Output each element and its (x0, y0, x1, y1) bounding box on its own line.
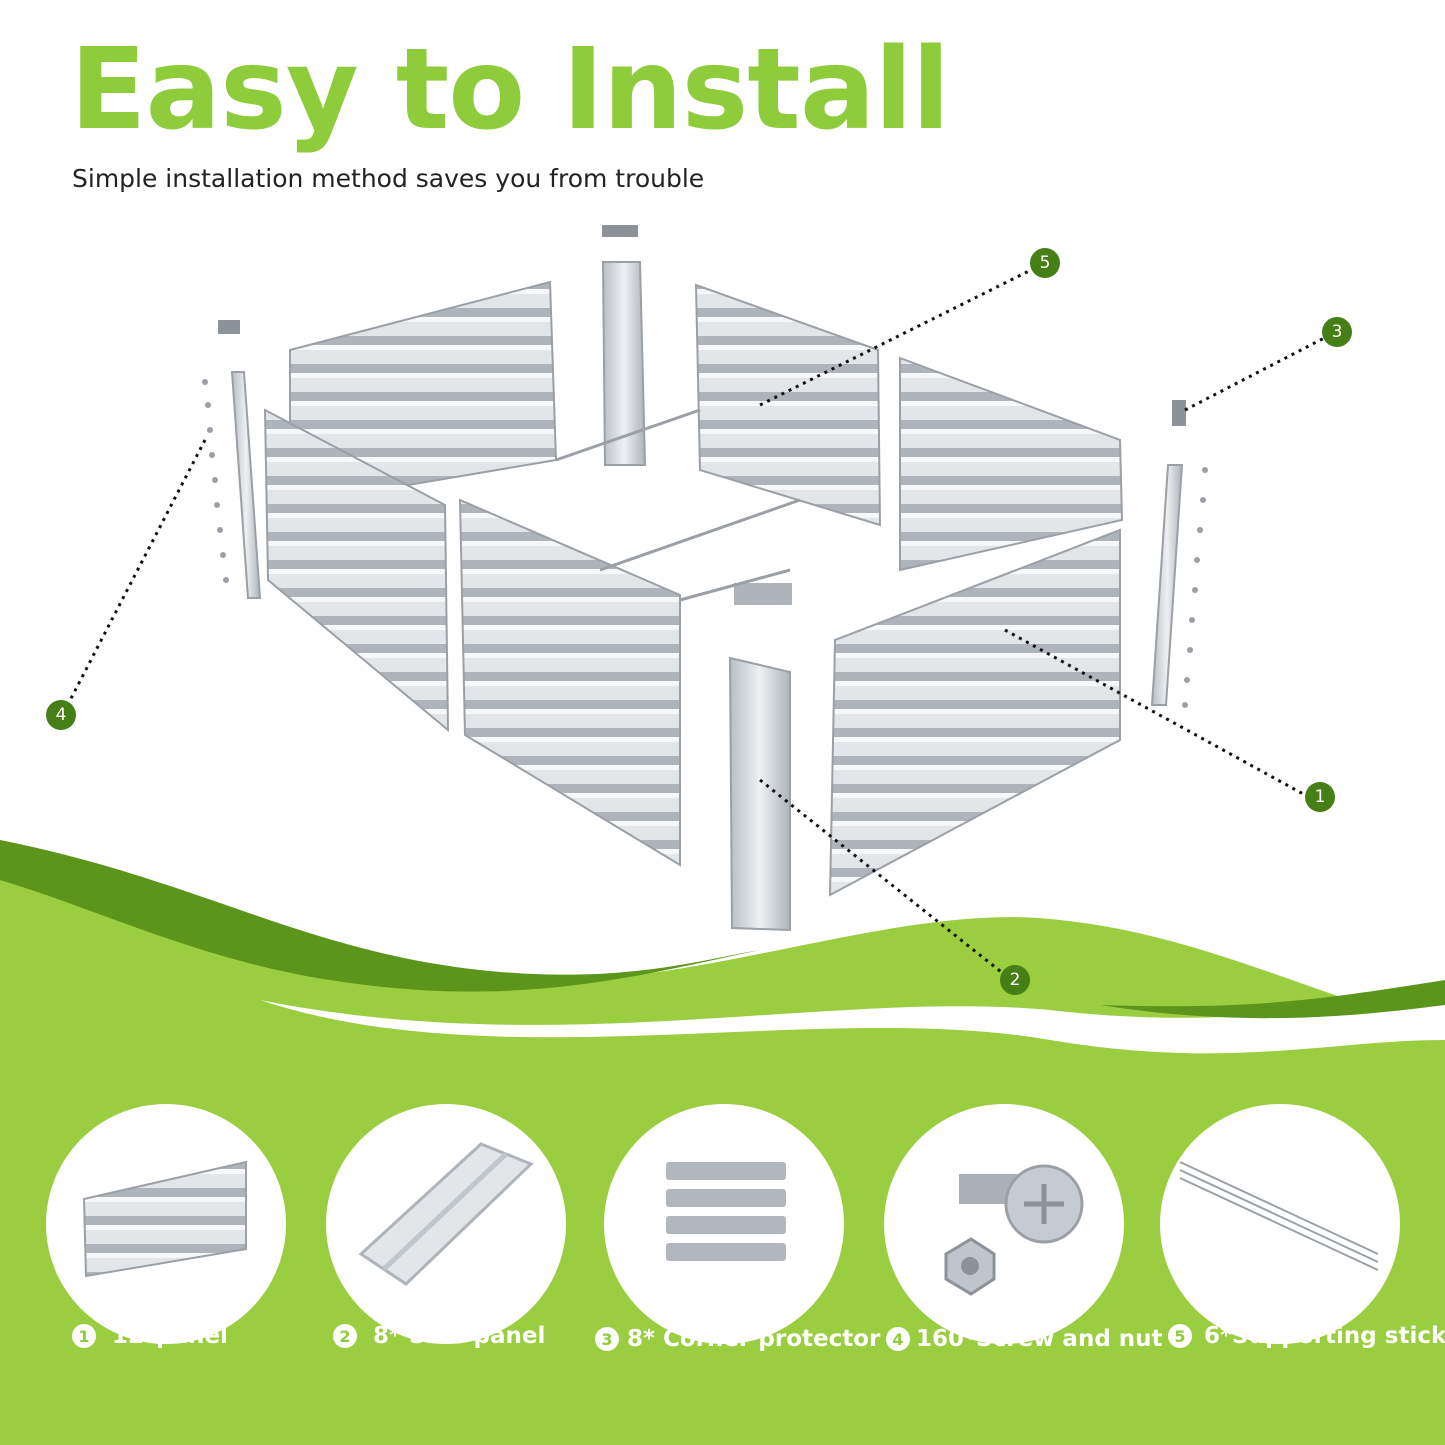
screw-nut-thumbnail (944, 1164, 1084, 1296)
side-panel-thumbnail (358, 1142, 534, 1286)
corner-protector-front (734, 583, 792, 605)
corner-protector-back (602, 225, 638, 237)
number-badge: 3 (595, 1327, 619, 1351)
page-title: Easy to Install (70, 25, 950, 155)
screws-right (1182, 467, 1208, 708)
page-subtitle: Simple installation method saves you fro… (72, 164, 705, 193)
part-label-screw-and-nut: 4 160*Screw and nut (886, 1326, 1163, 1352)
supporting-stick-middle (679, 568, 791, 602)
part-circle-supporting-stick (1160, 1104, 1400, 1344)
number-badge: 2 (333, 1324, 357, 1348)
dark-green-wave (0, 840, 760, 992)
part-circle-panel (46, 1104, 286, 1344)
leader-5 (759, 266, 1036, 407)
side-strip-back (601, 261, 647, 466)
callout-2: 2 (1000, 965, 1030, 995)
leader-1 (1004, 628, 1306, 797)
screws-left (202, 379, 229, 583)
panel-back-right (694, 283, 882, 527)
side-strip-right (1150, 464, 1184, 706)
part-label-supporting-stick: 5 6*Supporting stick (1168, 1323, 1445, 1349)
callout-4: 4 (46, 700, 76, 730)
panel-left (263, 408, 450, 733)
side-strip-left (230, 371, 262, 599)
supporting-stick-back (555, 408, 701, 462)
dark-green-wave-right (1100, 980, 1445, 1019)
white-wave-top (260, 1000, 1445, 1054)
part-circle-screw-and-nut (884, 1104, 1124, 1344)
corner-protector-left (218, 320, 240, 334)
side-strip-front (728, 656, 791, 932)
corner-protector-right (1172, 400, 1186, 426)
part-circle-corner-protector (604, 1104, 844, 1344)
number-badge: 1 (72, 1324, 96, 1348)
callout-1: 1 (1305, 782, 1335, 812)
part-circle-side-panel (326, 1104, 566, 1344)
part-label-corner-protector: 3 8* Corner protector (595, 1326, 880, 1352)
panel-right-back (899, 356, 1124, 572)
supporting-stick-thumbnail (1179, 1161, 1379, 1271)
panel-front-right (828, 528, 1121, 897)
callout-3: 3 (1322, 317, 1352, 347)
callout-5: 5 (1030, 248, 1060, 278)
number-badge: 4 (886, 1327, 910, 1351)
leader-3 (1184, 333, 1331, 412)
part-label-panel: 1 12*panel (72, 1323, 228, 1349)
panel-thumbnail (82, 1160, 247, 1278)
leader-4 (63, 439, 207, 711)
corner-protector-thumbnail (666, 1162, 786, 1261)
supporting-stick-front (599, 498, 801, 572)
number-badge: 5 (1168, 1324, 1192, 1348)
part-label-side-panel: 2 8* Side panel (333, 1323, 545, 1349)
panel-front-left (458, 498, 681, 867)
